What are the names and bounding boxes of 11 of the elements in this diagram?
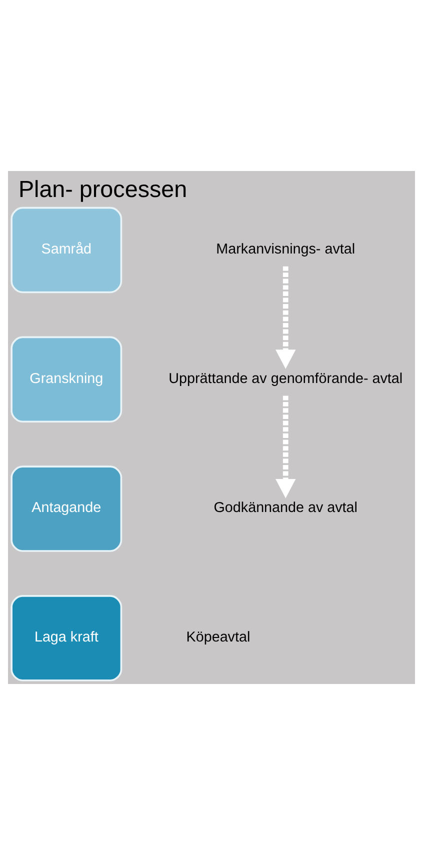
arrow [276, 395, 296, 498]
node-text: Godkännande av avtal [214, 500, 358, 516]
node-text: Markanvisnings- avtal [216, 240, 356, 257]
node-box: Granskning [10, 336, 122, 422]
arrow [276, 266, 296, 368]
node-box: Samråd [10, 206, 122, 293]
node-text: Upprättande av genomförande- avtal [168, 370, 403, 386]
node-box: Antagande [10, 465, 122, 552]
node-text: Köpeavtal [186, 629, 250, 646]
node-box: Laga kraft [10, 594, 122, 681]
diagram-title: Plan- processen [18, 175, 188, 202]
